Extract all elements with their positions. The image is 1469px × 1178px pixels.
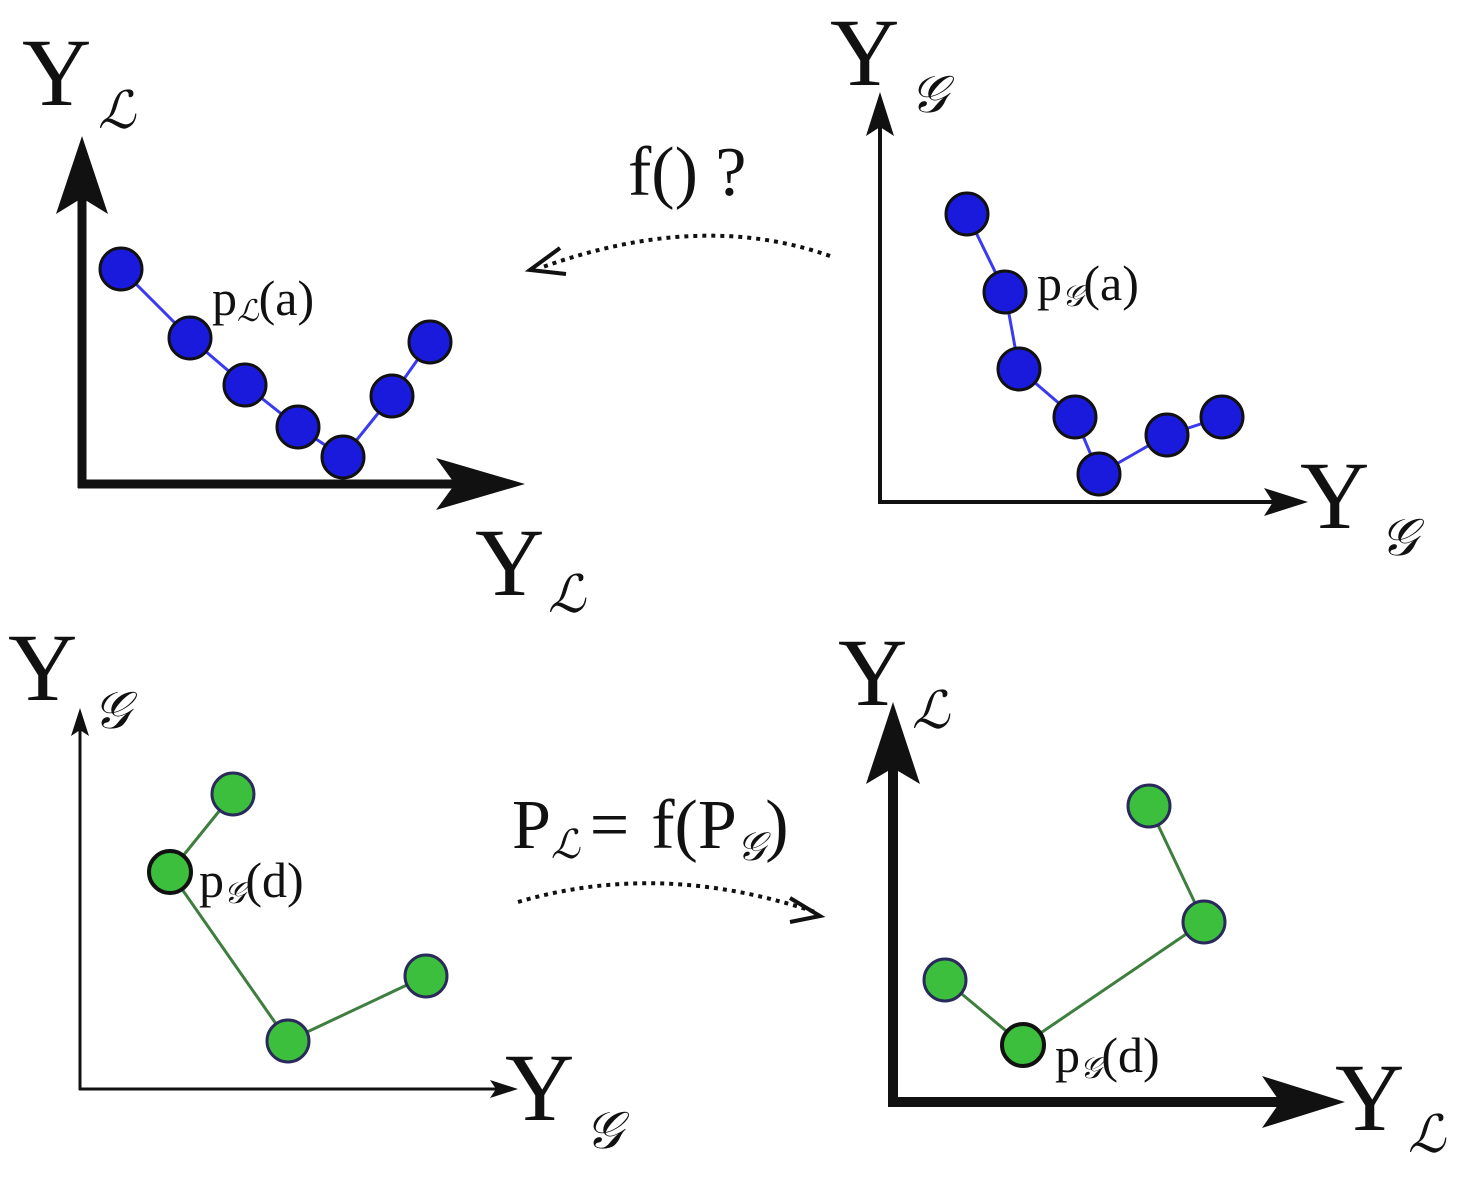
arrow-top-curve [539, 233, 831, 270]
y-axis-arrowhead [866, 702, 920, 784]
y-axis-label-sub: ℒ [98, 81, 137, 141]
point [403, 953, 449, 999]
arrow-top-head [524, 246, 567, 276]
point-label: p𝒢(a) [1037, 255, 1139, 314]
point [320, 434, 366, 480]
y-axis-arrowhead [56, 136, 108, 214]
point [369, 373, 415, 419]
point [1144, 412, 1190, 458]
panel-bottom-left: Y 𝒢 Y 𝒢 p𝒢(d) [8, 614, 630, 1161]
x-axis-label-sub: ℒ [1408, 1105, 1447, 1165]
curve-points [147, 771, 449, 1064]
y-axis-label: Y [830, 0, 899, 106]
curve-line [168, 793, 427, 1043]
point [167, 315, 213, 361]
y-axis-arrowhead [866, 92, 894, 136]
x-axis-label-sub: 𝒢 [1380, 508, 1425, 568]
point-label: p𝒢(d) [1055, 1027, 1160, 1086]
point-label: pℒ(a) [212, 270, 314, 329]
point [944, 191, 990, 237]
point [275, 404, 321, 450]
point [98, 246, 144, 292]
point [1126, 783, 1172, 829]
point [1199, 394, 1245, 440]
point [265, 1018, 311, 1064]
x-axis-label: Y [1300, 442, 1369, 549]
panel-top-left: Y ℒ Y ℒ pℒ(a) [22, 19, 587, 625]
point [210, 771, 256, 817]
y-axis-label: Y [838, 619, 907, 726]
curve-points [944, 191, 1245, 497]
point [1076, 451, 1122, 497]
x-axis-label: Y [505, 1034, 574, 1141]
point [407, 319, 453, 365]
point [1000, 1022, 1046, 1068]
point-label: p𝒢(d) [199, 852, 304, 911]
x-axis-arrowhead [436, 458, 525, 510]
arrow-bottom-label: Pℒ=f(P𝒢) [512, 787, 789, 870]
x-axis-arrowhead [490, 1080, 518, 1098]
x-axis-label-sub: ℒ [548, 565, 587, 625]
y-axis-label: Y [22, 19, 91, 126]
point [1052, 394, 1098, 440]
curve-points [922, 783, 1227, 1068]
panel-top-right: Y 𝒢 Y 𝒢 p𝒢(a) [830, 0, 1425, 568]
x-axis-label-sub: 𝒢 [585, 1101, 630, 1161]
y-axis-label-sub: 𝒢 [910, 65, 955, 125]
y-axis-arrowhead [71, 708, 89, 736]
curve-line [944, 805, 1206, 1047]
arrow-bottom-head [788, 896, 826, 924]
point [922, 957, 968, 1003]
x-axis-label: Y [1335, 1044, 1404, 1151]
point [147, 849, 193, 895]
x-axis-label: Y [475, 509, 544, 616]
point [982, 269, 1028, 315]
curve-points [98, 246, 453, 480]
point [996, 346, 1042, 392]
point [222, 362, 268, 408]
arrow-top: f() ? [524, 134, 831, 276]
y-axis-label-sub: 𝒢 [93, 681, 138, 741]
point [1181, 899, 1227, 945]
arrow-bottom: Pℒ=f(P𝒢) [512, 787, 826, 924]
x-axis-arrowhead [1262, 1076, 1345, 1128]
arrow-top-label: f() ? [628, 134, 747, 211]
arrow-bottom-curve [517, 881, 816, 914]
panel-bottom-right: Y ℒ Y ℒ p𝒢(d) [838, 619, 1447, 1165]
y-axis-label: Y [8, 614, 77, 721]
x-axis-arrowhead [1264, 488, 1308, 516]
y-axis-label-sub: ℒ [912, 681, 951, 741]
